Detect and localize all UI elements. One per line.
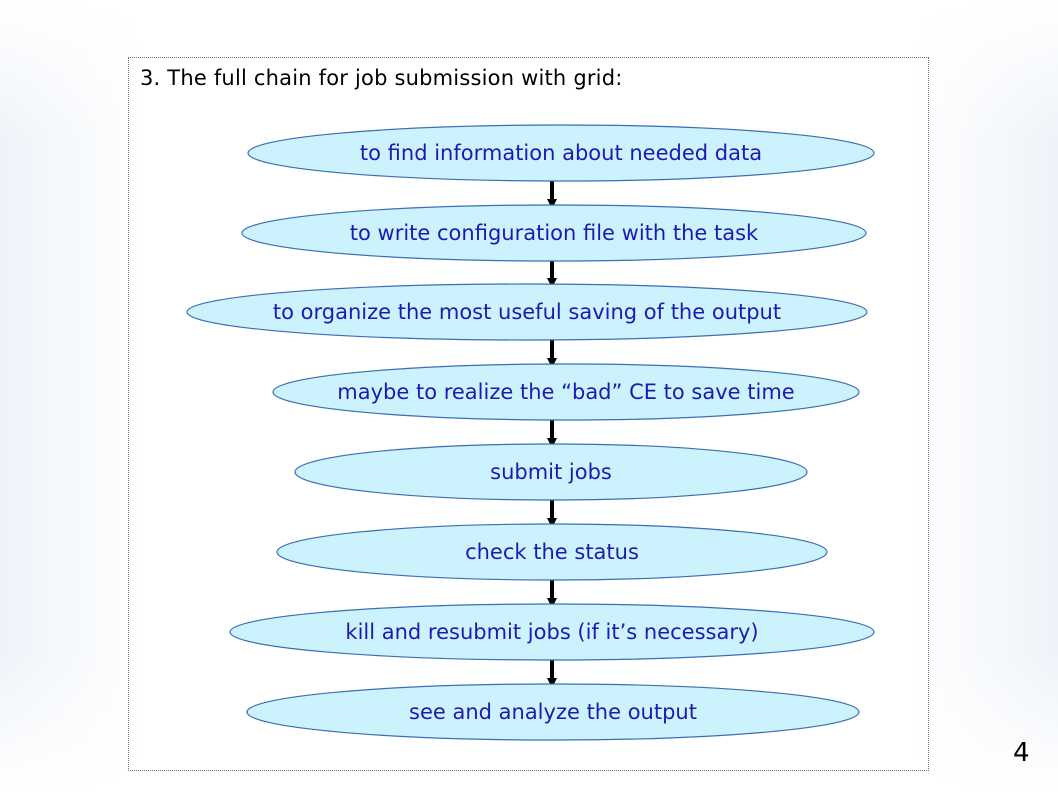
slide-heading: 3. The full chain for job submission wit… xyxy=(140,66,623,90)
flow-step-label: maybe to realize the “bad” CE to save ti… xyxy=(337,380,794,404)
flow-step-label: to write configuration file with the tas… xyxy=(350,221,759,245)
flow-step-5: submit jobs xyxy=(294,443,808,501)
flow-step-8: see and analyze the output xyxy=(246,683,860,741)
flow-step-shape xyxy=(272,363,860,421)
flow-step-shape xyxy=(229,603,875,661)
flow-step-shape xyxy=(294,443,808,501)
flow-step-7: kill and resubmit jobs (if it’s necessar… xyxy=(229,603,875,661)
flow-step-label: kill and resubmit jobs (if it’s necessar… xyxy=(345,620,758,644)
flow-step-1: to find information about needed data xyxy=(247,124,875,182)
flow-step-4: maybe to realize the “bad” CE to save ti… xyxy=(272,363,860,421)
flow-step-2: to write configuration file with the tas… xyxy=(241,204,867,262)
flow-step-3: to organize the most useful saving of th… xyxy=(186,283,868,341)
flow-step-shape xyxy=(246,683,860,741)
flow-step-shape xyxy=(276,523,828,581)
flow-step-label: submit jobs xyxy=(490,460,612,484)
page-number: 4 xyxy=(1013,738,1030,768)
flow-step-label: check the status xyxy=(465,540,639,564)
content-frame xyxy=(128,57,929,771)
flow-step-shape xyxy=(247,124,875,182)
flow-steps: to find information about needed data to … xyxy=(186,124,875,741)
flow-step-label: see and analyze the output xyxy=(409,700,697,724)
flow-step-label: to organize the most useful saving of th… xyxy=(273,300,781,324)
flow-step-label: to find information about needed data xyxy=(360,141,762,165)
flow-step-shape xyxy=(241,204,867,262)
flow-step-shape xyxy=(186,283,868,341)
flow-step-6: check the status xyxy=(276,523,828,581)
